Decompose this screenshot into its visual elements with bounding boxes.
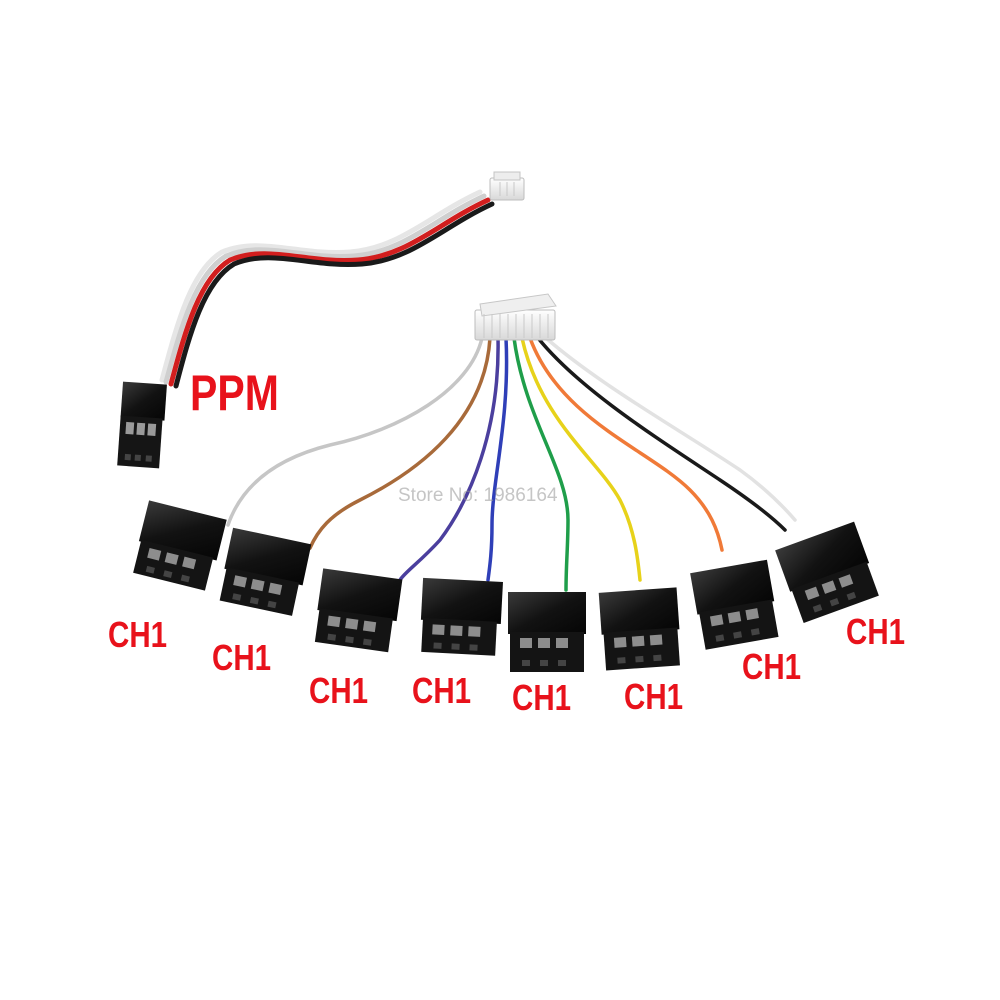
channel-label-3: CH1 xyxy=(309,670,369,711)
multi-pin-housing xyxy=(474,293,557,341)
wire-black xyxy=(536,336,787,532)
servo-plug-4 xyxy=(420,577,503,656)
wire-white xyxy=(544,336,797,522)
ppm-plug xyxy=(117,381,167,469)
wire-orange xyxy=(528,336,724,552)
channel-label-6: CH1 xyxy=(624,676,684,717)
ppm-label: PPM xyxy=(190,365,279,421)
wire-yellow xyxy=(520,336,642,582)
channel-label-7: CH1 xyxy=(742,646,802,687)
wire-purple xyxy=(398,336,500,582)
channel-label-1: CH1 xyxy=(108,614,168,655)
wire-brown xyxy=(308,336,492,550)
channel-label-2: CH1 xyxy=(212,637,272,678)
servo-plug-6 xyxy=(598,587,680,671)
ppm-cable xyxy=(117,171,525,469)
servo-plug-3 xyxy=(314,568,403,653)
channel-label-5: CH1 xyxy=(512,677,572,718)
wire-green xyxy=(512,336,570,592)
jst-connector-small xyxy=(489,171,525,201)
servo-plug-2 xyxy=(219,527,312,616)
channel-label-4: CH1 xyxy=(412,670,472,711)
channel-label-8: CH1 xyxy=(846,611,906,652)
store-watermark: Store No: 1986164 xyxy=(398,485,558,506)
wire-gray xyxy=(226,336,484,527)
servo-plug-8 xyxy=(775,521,879,623)
servo-plug-5 xyxy=(508,592,586,672)
servo-plug-7 xyxy=(690,559,779,650)
servo-plug-1 xyxy=(133,500,227,591)
wire-blue xyxy=(486,336,509,582)
channel-wires xyxy=(226,336,797,592)
